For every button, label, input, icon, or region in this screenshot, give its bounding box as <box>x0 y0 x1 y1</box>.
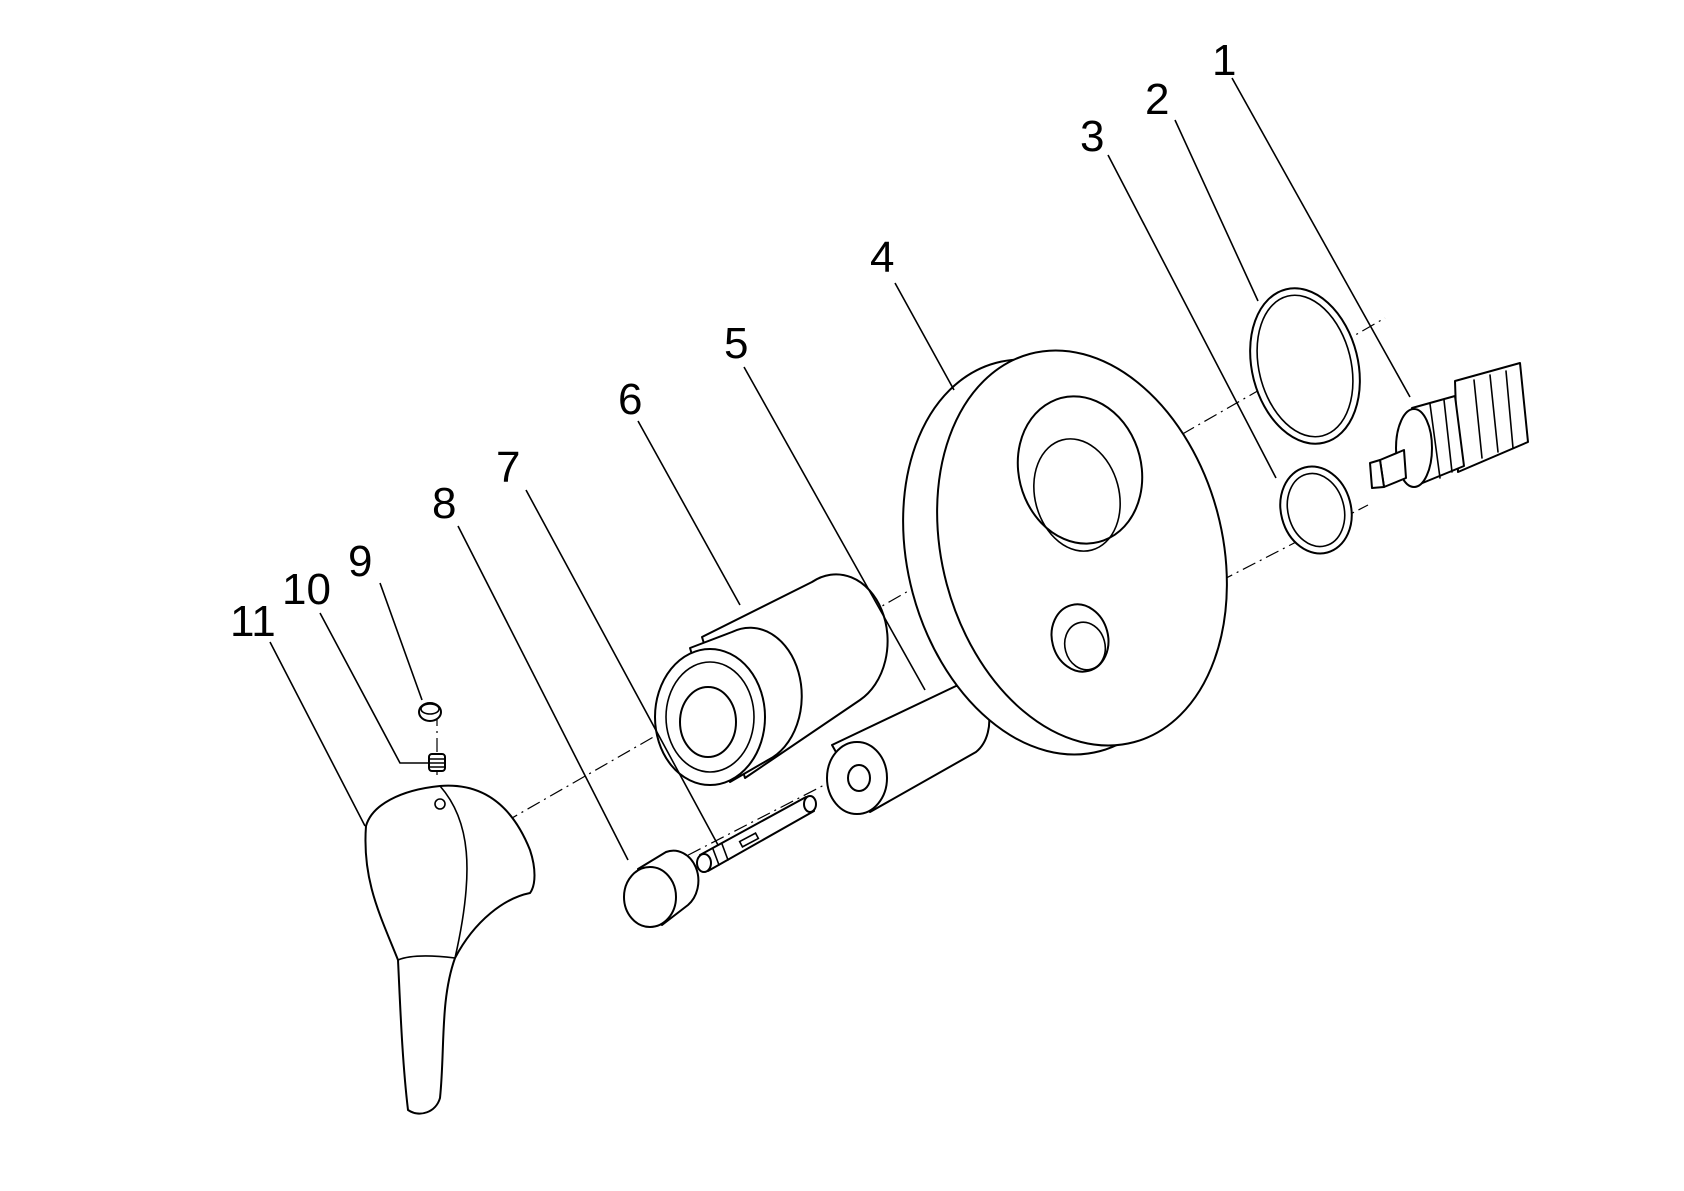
leader-8 <box>457 525 629 861</box>
leader-6 <box>637 420 741 606</box>
leader-2 <box>1174 119 1259 302</box>
leader-lines <box>269 77 1411 861</box>
callout-7: 7 <box>496 443 520 492</box>
cover-cap-part[interactable] <box>418 702 442 722</box>
callout-1: 1 <box>1212 36 1236 85</box>
leader-11 <box>269 641 366 827</box>
leader-5 <box>743 366 926 691</box>
lever-handle-part[interactable] <box>364 784 536 1115</box>
set-screw-part[interactable] <box>428 753 446 772</box>
callout-6: 6 <box>618 375 642 424</box>
callout-8: 8 <box>432 479 456 528</box>
callout-5: 5 <box>724 319 748 368</box>
leader-1 <box>1231 77 1411 398</box>
small-o-ring-part[interactable] <box>1271 458 1361 561</box>
callout-3: 3 <box>1080 112 1104 161</box>
leader-10 <box>319 612 429 764</box>
diverter-sleeve-part[interactable] <box>826 684 991 815</box>
cartridge-sleeve-part[interactable] <box>654 573 889 786</box>
leader-3 <box>1107 154 1277 479</box>
callout-labels: 1 2 3 4 5 6 7 8 9 10 11 <box>230 36 1236 646</box>
leader-4 <box>894 282 955 391</box>
diverter-knob-part[interactable] <box>623 849 700 928</box>
large-o-ring-part[interactable] <box>1234 277 1375 456</box>
cartridge-part[interactable] <box>1369 362 1529 489</box>
diverter-spindle-part[interactable] <box>696 795 817 873</box>
escutcheon-plate-part[interactable] <box>861 318 1270 788</box>
callout-4: 4 <box>870 233 894 282</box>
callout-10: 10 <box>282 565 331 614</box>
callout-9: 9 <box>348 537 372 586</box>
leader-7 <box>525 489 719 846</box>
screw-hole <box>434 798 446 810</box>
callout-2: 2 <box>1145 75 1169 124</box>
callout-11: 11 <box>230 597 276 646</box>
leader-9 <box>379 582 423 701</box>
